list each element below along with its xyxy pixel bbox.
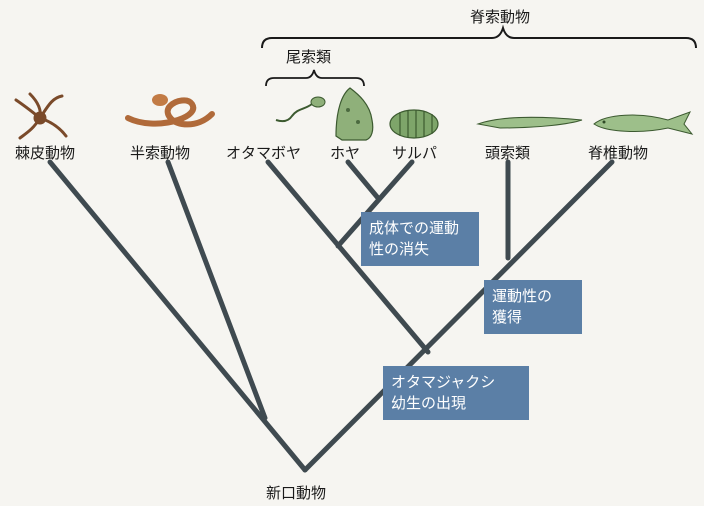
branch-vertebrate [302, 159, 615, 473]
branch-hemichordate [165, 159, 268, 421]
branch-echinoderm [47, 159, 308, 473]
larvacean-label: オタマボヤ [226, 144, 302, 162]
root-label: 新口動物 [266, 484, 327, 502]
hemichordate-icon [125, 94, 215, 128]
event-tadpole-larva-line1: オタマジャクシ [391, 373, 496, 391]
ascidian-label: ホヤ [330, 144, 361, 162]
hemichordate-label: 半索動物 [130, 144, 191, 162]
event-loss-motility: 成体での運動 性の消失 [361, 212, 479, 266]
branch-salp [335, 159, 415, 249]
branch-ascidian [345, 159, 381, 201]
chordates-bracket [261, 24, 697, 49]
salp-label: サルパ [392, 144, 438, 162]
vertebrate-icon [593, 111, 694, 135]
event-gain-motility-line2: 獲得 [492, 308, 523, 326]
event-loss-motility-line1: 成体での運動 [369, 219, 460, 237]
urochordates-label: 尾索類 [286, 48, 332, 66]
event-tadpole-larva-line2: 幼生の出現 [391, 394, 467, 412]
event-gain-motility: 運動性の 獲得 [484, 280, 582, 334]
echinoderm-icon [14, 92, 68, 140]
salp-icon [389, 109, 439, 139]
event-loss-motility-line2: 性の消失 [369, 240, 430, 258]
branch-larvacean [265, 159, 431, 355]
vertebrate-label: 脊椎動物 [588, 144, 649, 162]
echinoderm-label: 棘皮動物 [15, 144, 76, 162]
urochordates-bracket [265, 69, 365, 87]
event-gain-motility-line1: 運動性の [492, 287, 553, 305]
ascidian-icon [335, 87, 374, 141]
cephalochordate-icon [476, 116, 583, 129]
cephalochordate-label: 頭索類 [485, 144, 531, 162]
larvacean-icon [275, 96, 326, 123]
event-tadpole-larva: オタマジャクシ 幼生の出現 [383, 366, 529, 420]
chordates-label: 脊索動物 [470, 8, 531, 26]
